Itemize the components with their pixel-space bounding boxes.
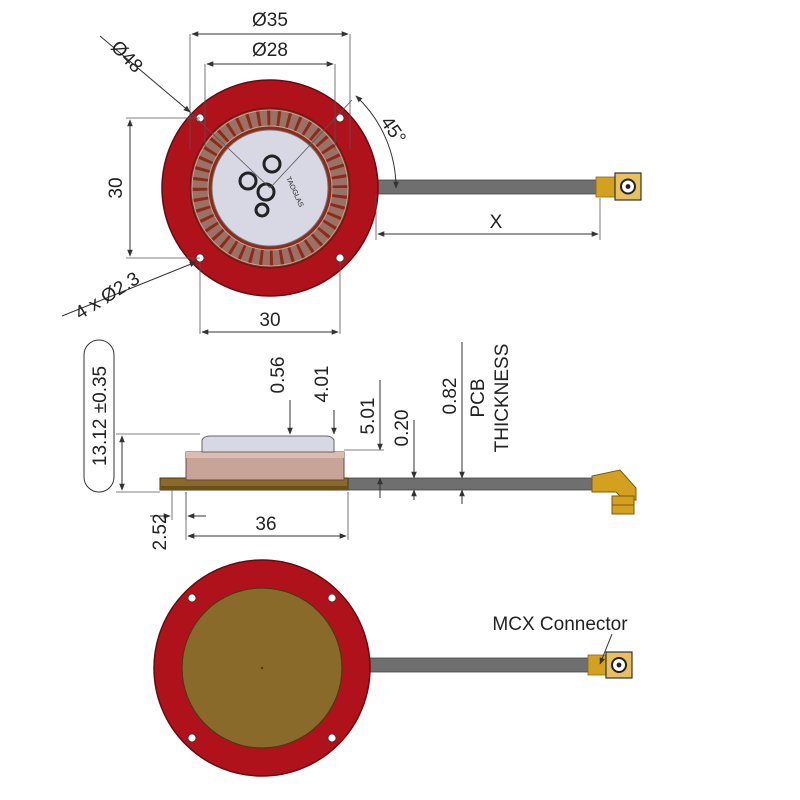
dim-252: 2.52 <box>150 514 171 551</box>
taoglas-logo-icon <box>238 154 282 218</box>
top-view: TAOGLAS Ø35 Ø28 Ø48 45° 30 4 x Ø2.3 <box>61 10 642 335</box>
dim-width-36: 36 <box>255 514 276 535</box>
dim-082: 0.82 <box>440 378 461 415</box>
mount-hole <box>327 733 337 743</box>
patch-element <box>201 435 335 453</box>
cable <box>344 477 596 491</box>
dim-d35: Ø35 <box>252 10 288 31</box>
mount-hole <box>327 593 337 603</box>
mount-hole <box>187 733 197 743</box>
dim-d28: Ø28 <box>252 40 288 61</box>
dim-d48: Ø48 <box>106 37 146 77</box>
dim-cable-length: X <box>490 212 503 233</box>
cable <box>369 179 601 195</box>
pcb-thickness-label-1: PCB <box>468 378 489 417</box>
dim-020: 0.20 <box>392 410 413 447</box>
mount-hole <box>335 253 345 263</box>
mcx-connector-label: MCX Connector <box>492 614 628 635</box>
dim-height-30: 30 <box>106 177 127 198</box>
cable <box>359 657 593 673</box>
dim-056: 0.56 <box>268 357 289 394</box>
connector-crimp <box>587 654 609 676</box>
dim-width-30: 30 <box>259 310 280 331</box>
dim-401: 4.01 <box>312 366 333 403</box>
bottom-view: MCX Connector <box>153 559 633 777</box>
dim-overall-height: 13.12 ±0.35 <box>90 366 111 466</box>
element-ring <box>192 110 348 266</box>
pcb-thickness-label-2: THICKNESS <box>492 344 513 453</box>
dim-501: 5.01 <box>358 398 379 435</box>
mount-hole <box>187 593 197 603</box>
dim-angle: 45° <box>376 113 410 149</box>
mount-hole <box>335 113 345 123</box>
side-view: 13.12 ±0.35 0.56 4.01 5.01 0.20 0.82 PCB… <box>83 339 637 551</box>
dim-holes: 4 x Ø2.3 <box>72 268 144 324</box>
overall-height-callout <box>83 339 115 493</box>
